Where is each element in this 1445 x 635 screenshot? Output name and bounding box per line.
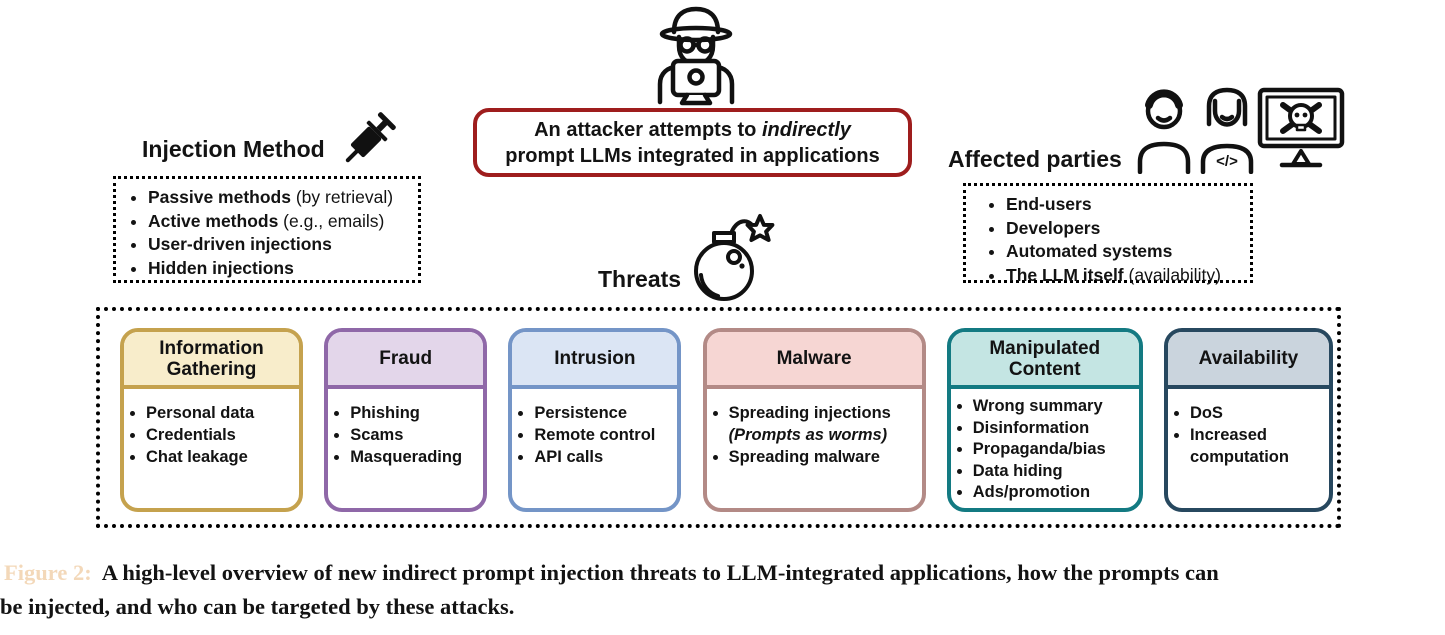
threat-card-header: Intrusion bbox=[512, 332, 678, 389]
attacker-text: An attacker attempts to bbox=[534, 118, 762, 141]
bullet-item: The LLM itself (availability) bbox=[1006, 264, 1248, 288]
threat-card-list: Wrong summaryDisinformationPropaganda/bi… bbox=[951, 396, 1139, 504]
woman-developer-icon: </> bbox=[1200, 87, 1254, 174]
threat-card-title: Intrusion bbox=[554, 348, 636, 369]
bullet-item: Credentials bbox=[146, 424, 299, 446]
threat-card-title: Manipulated Content bbox=[989, 337, 1101, 380]
figure-caption: Figure 2: A high-level overview of new in… bbox=[0, 556, 1445, 624]
bullet-item: Ads/promotion bbox=[973, 482, 1139, 504]
threat-card-title: Availability bbox=[1198, 348, 1299, 369]
bullet-item: DoS bbox=[1190, 402, 1329, 424]
threat-card-body: Personal dataCredentialsChat leakage bbox=[124, 402, 299, 468]
bullet-item: Data hiding bbox=[973, 461, 1139, 483]
threat-card-list: PersistenceRemote controlAPI calls bbox=[512, 402, 677, 468]
threat-card-title: Information Gathering bbox=[159, 337, 264, 380]
bullet-item: Active methods (e.g., emails) bbox=[148, 210, 416, 234]
bullet-item: Scams bbox=[350, 424, 483, 446]
figure-label: Figure 2: bbox=[4, 560, 92, 585]
threat-card: MalwareSpreading injections(Prompts as w… bbox=[702, 328, 926, 512]
threat-card-list: PhishingScamsMasquerading bbox=[328, 402, 483, 468]
threat-card-title: Malware bbox=[776, 348, 852, 369]
threat-cards-row: Information GatheringPersonal dataCreden… bbox=[120, 328, 1333, 512]
threat-card: Manipulated ContentWrong summaryDisinfor… bbox=[946, 328, 1143, 512]
injection-method-box: Passive methods (by retrieval)Active met… bbox=[113, 176, 421, 283]
affected-parties-title: Affected parties bbox=[948, 146, 1122, 172]
bullet-item: Propaganda/bias bbox=[973, 439, 1139, 461]
bullet-item: Chat leakage bbox=[146, 446, 299, 468]
attacker-line-1: An attacker attempts to indirectly bbox=[534, 117, 851, 143]
threat-card-body: DoSIncreased computation bbox=[1168, 402, 1329, 468]
attacker-line-2: prompt LLMs integrated in applications bbox=[505, 144, 880, 167]
threat-card: Information GatheringPersonal dataCreden… bbox=[120, 328, 303, 512]
injection-method-title: Injection Method bbox=[142, 136, 325, 162]
syringe-icon bbox=[345, 112, 396, 163]
bomb-icon bbox=[694, 214, 775, 301]
bullet-item: Masquerading bbox=[350, 446, 483, 468]
threat-card-body: PhishingScamsMasquerading bbox=[328, 402, 483, 468]
caption-line-1: Figure 2: A high-level overview of new in… bbox=[0, 556, 1445, 590]
bullet-item: Hidden injections bbox=[148, 257, 416, 281]
injection-method-list: Passive methods (by retrieval)Active met… bbox=[122, 186, 416, 280]
threat-card: IntrusionPersistenceRemote controlAPI ca… bbox=[508, 328, 682, 512]
bullet-item: Wrong summary bbox=[973, 396, 1139, 418]
threat-card-header: Information Gathering bbox=[124, 332, 299, 389]
caption-text-2: be injected, and who can be targeted by … bbox=[0, 594, 515, 619]
bullet-item: User-driven injections bbox=[148, 233, 416, 257]
threat-card-header: Availability bbox=[1167, 332, 1329, 389]
bullet-item: Passive methods (by retrieval) bbox=[148, 186, 416, 210]
bullet-item: Developers bbox=[1006, 217, 1248, 241]
bullet-item: Spreading injections(Prompts as worms) bbox=[729, 402, 922, 446]
threat-card-list: Personal dataCredentialsChat leakage bbox=[124, 402, 299, 468]
affected-parties-box: End-usersDevelopersAutomated systemsThe … bbox=[963, 183, 1253, 285]
bullet-item: Phishing bbox=[350, 402, 483, 424]
threat-card: FraudPhishingScamsMasquerading bbox=[324, 328, 488, 512]
threat-card: AvailabilityDoSIncreased computation bbox=[1163, 328, 1333, 512]
caption-text-1: A high-level overview of new indirect pr… bbox=[101, 560, 1219, 585]
bullet-item: Personal data bbox=[146, 402, 299, 424]
threat-card-list: Spreading injections(Prompts as worms)Sp… bbox=[707, 402, 922, 468]
bullet-item: Disinformation bbox=[973, 418, 1139, 440]
hacker-laptop-icon bbox=[657, 6, 735, 106]
threat-card-header: Manipulated Content bbox=[950, 332, 1139, 389]
bullet-item: Increased computation bbox=[1190, 424, 1329, 468]
threat-card-body: Spreading injections(Prompts as worms)Sp… bbox=[707, 402, 922, 468]
man-user-icon bbox=[1137, 89, 1191, 174]
bullet-item: Spreading malware bbox=[729, 446, 922, 468]
attacker-text-italic: indirectly bbox=[761, 118, 851, 141]
bullet-item: API calls bbox=[534, 446, 677, 468]
threat-card-body: Wrong summaryDisinformationPropaganda/bi… bbox=[951, 396, 1139, 504]
bullet-item: Persistence bbox=[534, 402, 677, 424]
threat-card-body: PersistenceRemote controlAPI calls bbox=[512, 402, 677, 468]
bullet-item: Remote control bbox=[534, 424, 677, 446]
affected-parties-list: End-usersDevelopersAutomated systemsThe … bbox=[980, 193, 1248, 287]
threat-card-header: Fraud bbox=[328, 332, 484, 389]
threat-card-header: Malware bbox=[706, 332, 922, 389]
skull-monitor-icon bbox=[1257, 87, 1345, 168]
threats-title: Threats bbox=[598, 266, 682, 292]
svg-text:</>: </> bbox=[1216, 153, 1238, 170]
attacker-statement-box: An attacker attempts to indirectly promp… bbox=[473, 108, 912, 177]
bullet-item: End-users bbox=[1006, 193, 1248, 217]
threat-card-list: DoSIncreased computation bbox=[1168, 402, 1329, 468]
bullet-item: Automated systems bbox=[1006, 240, 1248, 264]
threat-card-title: Fraud bbox=[379, 348, 433, 369]
